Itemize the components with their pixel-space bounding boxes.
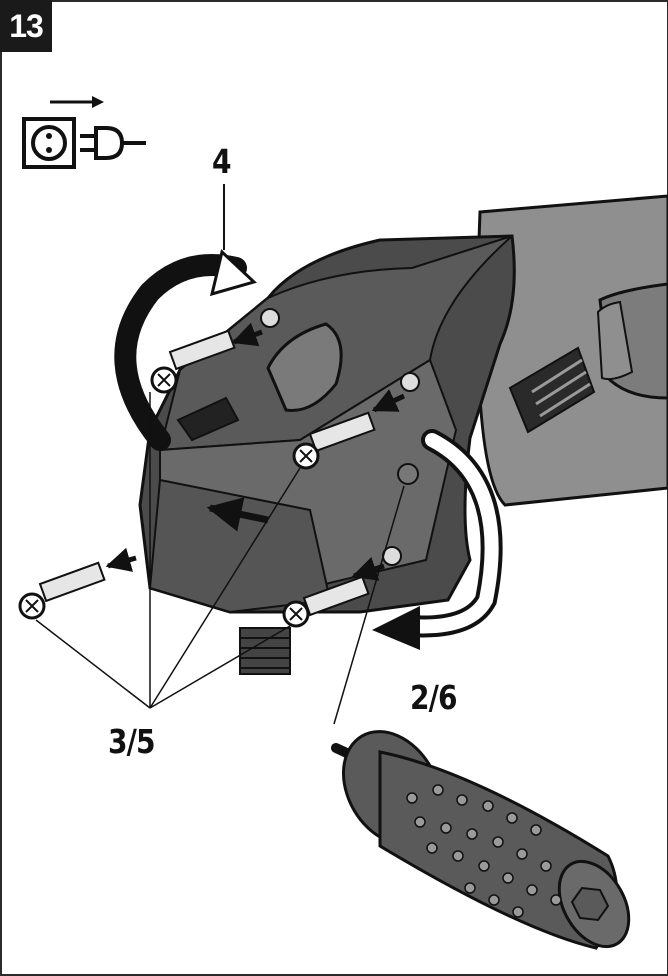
rotate-arrow-right — [372, 429, 503, 650]
removal-arrow — [231, 322, 263, 347]
unplug-icon — [22, 117, 146, 169]
callout-4: 4 — [212, 142, 232, 181]
screw-hole — [260, 308, 280, 328]
side-handle — [331, 730, 631, 950]
handle-thread-hole — [397, 463, 419, 485]
arrow-right-icon — [50, 96, 104, 108]
callout-2-6: 2/6 — [410, 678, 458, 717]
screw — [18, 561, 106, 620]
rotate-arrow-left — [114, 249, 257, 451]
screw — [282, 575, 370, 628]
removal-arrow — [105, 547, 137, 572]
figure-number: 13 — [0, 0, 52, 52]
spindle-lock-button — [508, 346, 596, 434]
leader-line — [149, 467, 301, 709]
leader-line — [333, 485, 405, 725]
removal-arrow — [351, 557, 385, 581]
leader-line — [149, 625, 291, 709]
callout-3-5: 3/5 — [108, 722, 156, 761]
leader-line — [35, 619, 151, 709]
gear-head — [138, 234, 516, 614]
screw-hole — [400, 372, 420, 392]
screw — [150, 329, 236, 394]
screw — [292, 411, 376, 470]
removal-arrow — [371, 389, 406, 413]
